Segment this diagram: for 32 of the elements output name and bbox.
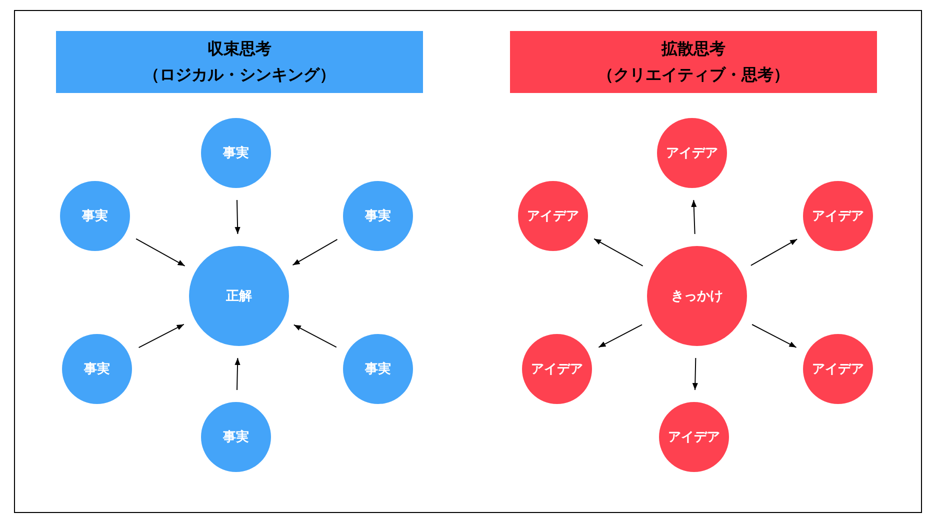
title-box (56, 31, 423, 93)
title-box (510, 31, 877, 93)
idea-circle: アイデア (803, 334, 873, 404)
title-text: 収束思考 (208, 38, 272, 60)
arrow (692, 357, 698, 390)
arrow (234, 357, 240, 390)
idea-circle: アイデア (803, 181, 873, 251)
fact-circle: 事実 (201, 402, 271, 472)
fact-circle: 事実 (343, 334, 413, 404)
arrow (293, 324, 337, 348)
fact-circle: 事実 (62, 334, 132, 404)
arrow (136, 238, 186, 266)
idea-circle: アイデア (657, 118, 727, 188)
arrow (598, 324, 643, 348)
arrow (594, 238, 644, 266)
idea-circle: アイデア (659, 402, 729, 472)
idea-circle: アイデア (518, 181, 588, 251)
answer-circle: 正解 (189, 246, 289, 346)
subtitle-text: （クリエイティブ・思考） (598, 64, 790, 86)
subtitle-text: （ロジカル・シンキング） (144, 64, 336, 86)
arrow (691, 199, 697, 235)
fact-circle: 事実 (343, 181, 413, 251)
arrow (752, 324, 797, 348)
fact-circle: 事実 (60, 181, 130, 251)
arrow (292, 238, 338, 266)
arrow (138, 324, 184, 348)
idea-circle: アイデア (522, 334, 592, 404)
trigger-circle: きっかけ (647, 246, 747, 346)
arrow (234, 200, 240, 235)
fact-circle: 事実 (201, 118, 271, 188)
arrow (750, 238, 798, 266)
title-text: 拡散思考 (662, 38, 726, 60)
